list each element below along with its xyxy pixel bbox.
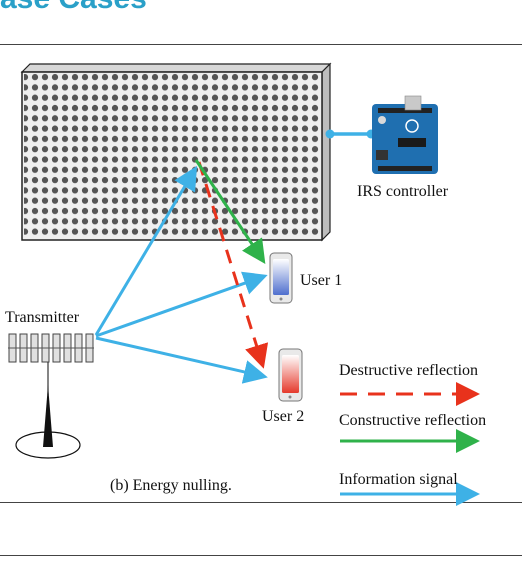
irs-panel: [20, 62, 332, 242]
arduino-board-icon: [372, 95, 438, 174]
irs-controller-label: IRS controller: [357, 183, 449, 200]
legend-destructive-label: Destructive reflection: [339, 362, 479, 379]
user2-label: User 2: [262, 408, 305, 425]
transmitter-array-icon: [8, 333, 94, 363]
transmitter-label: Transmitter: [5, 309, 80, 326]
top-divider: [0, 44, 522, 45]
bottom-divider-2: [0, 555, 522, 556]
figure-caption: (b) Energy nulling.: [110, 477, 232, 494]
page-heading-fragment: ase Cases: [0, 0, 230, 10]
destructive-reflection-arrow: [197, 161, 269, 369]
user2-phone-icon: [278, 348, 303, 402]
legend-information-label: Information signal: [339, 471, 458, 488]
transmitter-mast-icon: [15, 362, 81, 459]
legend-constructive-label: Constructive reflection: [339, 412, 487, 429]
constructive-reflection-arrow: [194, 159, 266, 264]
user1-label: User 1: [300, 272, 343, 289]
bottom-divider-1: [0, 502, 522, 503]
user1-phone-icon: [269, 252, 293, 304]
controller-link: [325, 129, 376, 139]
information-signal-arrows: [94, 165, 268, 384]
